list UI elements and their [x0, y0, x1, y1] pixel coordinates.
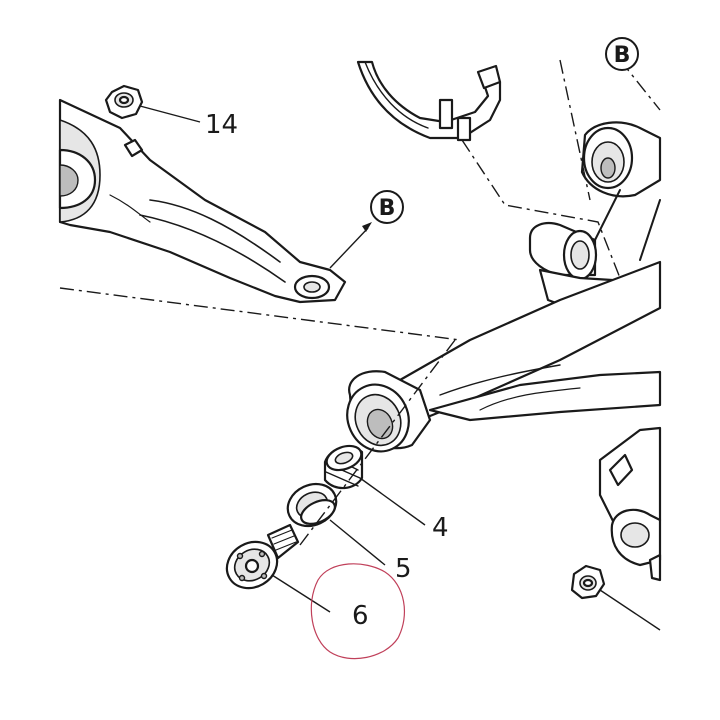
callout-6: 6: [352, 601, 369, 631]
nut-lower-right: [570, 564, 606, 600]
leader-nut-lower-right: [599, 589, 661, 631]
reference-b-top: B: [605, 37, 639, 71]
reference-b-top-label: B: [614, 43, 631, 68]
top-bracket: [356, 60, 502, 142]
upper-swing-arm: [58, 98, 347, 304]
callout-14: 14: [205, 110, 238, 140]
part-4-bushing: [323, 444, 364, 490]
part-5-washer: [286, 482, 338, 528]
callout-4: 4: [432, 513, 449, 543]
reference-b-main: B: [329, 190, 404, 269]
pivot-housing: [346, 370, 432, 453]
centerline-bolt-axis: [299, 339, 456, 546]
nut-14: [104, 84, 144, 120]
callout-5: 5: [395, 554, 412, 584]
centerline-horizontal: [59, 287, 461, 341]
leader-4: [359, 477, 426, 526]
highlight-circle-6: [310, 563, 406, 660]
lower-swing-arm: [398, 260, 662, 422]
lower-right-bracket: [598, 426, 662, 582]
centerline-top-bracket: [461, 139, 621, 279]
centerline-right-vertical: [559, 59, 591, 201]
part-6-bolt: [225, 523, 300, 590]
leader-14: [139, 105, 201, 123]
right-frame: [580, 121, 662, 261]
leader-5: [329, 519, 386, 566]
reference-b-main-label: B: [379, 196, 396, 221]
leader-6: [271, 574, 331, 613]
